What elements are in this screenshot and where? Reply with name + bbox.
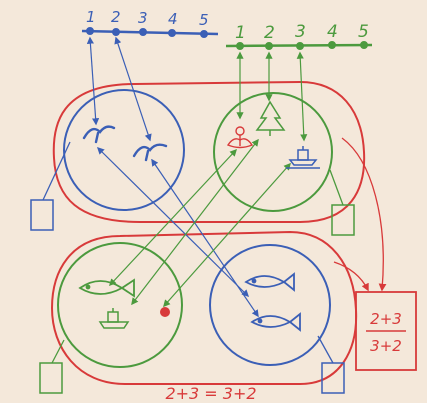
green-label-2: 2 (264, 23, 275, 43)
blue-tick-4 (168, 29, 176, 37)
fraction-box: 2+3 3+2 (355, 291, 417, 371)
green-tick-4 (328, 41, 336, 49)
green-label-5: 5 (358, 22, 369, 42)
boat-icon (286, 146, 320, 169)
bird-icon (132, 143, 168, 162)
bottom-equation: 2+3 = 3+2 (165, 384, 256, 403)
tree-icon (255, 100, 286, 136)
blue-label-3: 3 (138, 9, 148, 27)
blue-number-line (81, 27, 219, 38)
green-tick-3 (296, 42, 304, 50)
top-left-count-box (30, 141, 71, 231)
blue-tick-3 (139, 28, 147, 36)
blue-tick-2 (112, 28, 120, 36)
green-label-4: 4 (327, 22, 338, 42)
green-label-1: 1 (235, 23, 246, 43)
fish-icon (244, 272, 295, 292)
fraction-numerator: 2+3 (370, 310, 402, 328)
blue-label-5: 5 (199, 11, 209, 29)
fish-icon (250, 312, 301, 332)
blue-label-4: 4 (168, 10, 178, 28)
green-tick-2 (265, 42, 273, 50)
red-connectors (333, 137, 387, 292)
blue-tick-1 (86, 27, 94, 35)
dot-icon (160, 307, 170, 317)
blue-label-1: 1 (86, 8, 96, 26)
boat-icon (98, 308, 130, 329)
green-number-line (225, 41, 373, 50)
fraction-denominator: 3+2 (370, 337, 402, 355)
flower-icon (226, 126, 254, 149)
bottom-union-pill (50, 230, 358, 385)
green-mapping-arrows (109, 51, 308, 308)
bird-icon (82, 125, 116, 144)
blue-tick-5 (200, 30, 208, 38)
green-label-3: 3 (295, 22, 306, 42)
fish-icon (78, 278, 135, 298)
blue-label-2: 2 (111, 8, 121, 26)
top-right-count-box (329, 169, 355, 236)
green-tick-1 (236, 42, 244, 50)
green-tick-5 (360, 41, 368, 49)
bottom-right-count-box (317, 335, 345, 394)
bottom-left-count-box (39, 339, 65, 394)
